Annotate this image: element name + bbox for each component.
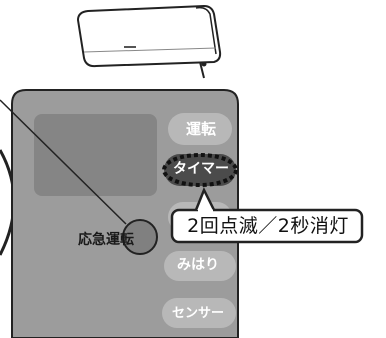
watch-indicator-label: みはり (177, 257, 219, 273)
display-window (34, 114, 157, 196)
air-conditioner-unit (76, 4, 222, 68)
watch-indicator (164, 251, 236, 281)
sensor-indicator-label: センサー (171, 306, 224, 321)
timer-indicator (164, 154, 236, 186)
arrow-line (0, 99, 127, 225)
run-indicator (168, 113, 232, 145)
run-indicator-label: 運転 (185, 120, 216, 138)
emergency-run-button[interactable] (122, 219, 158, 255)
unit-indicator-dot (201, 61, 207, 67)
unit-pointer-line (199, 61, 205, 79)
sensor-indicator (162, 298, 236, 328)
timer-indicator-label: タイマー (173, 161, 229, 177)
emergency-run-label: 応急運転 (78, 232, 134, 248)
callout-text: 2回点滅／2秒消灯 (187, 215, 349, 237)
callout-box (170, 208, 364, 244)
timer-blink-ring (162, 153, 238, 187)
callout-pointer (194, 186, 216, 211)
